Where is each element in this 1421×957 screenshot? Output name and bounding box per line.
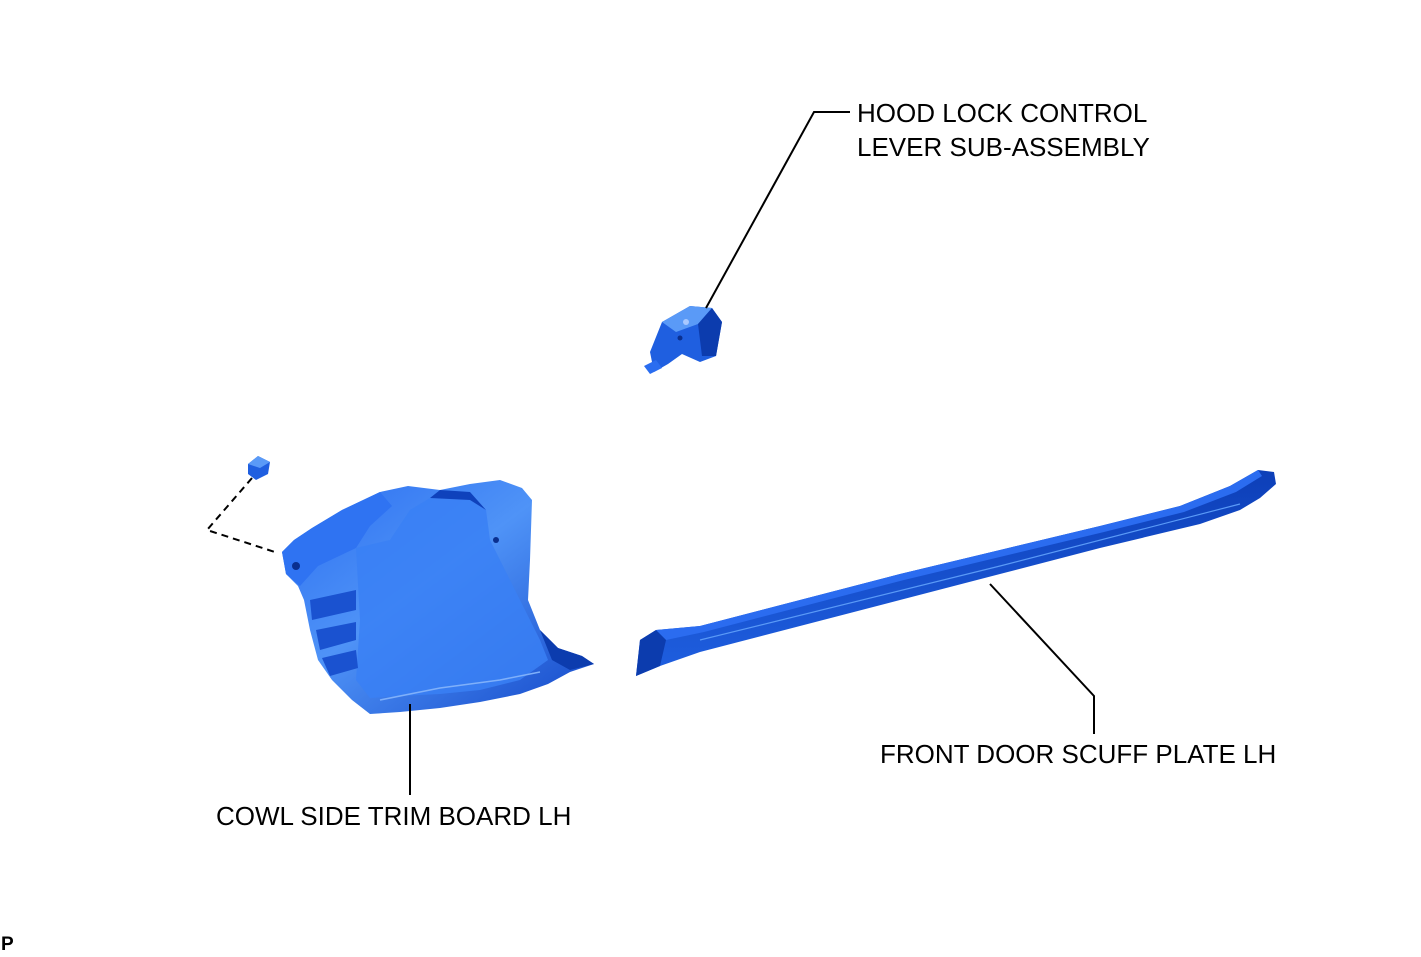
front-door-scuff-plate-part (636, 470, 1276, 676)
leader-scuff-plate (989, 583, 1095, 734)
hood-lock-label-line2: LEVER SUB-ASSEMBLY (857, 132, 1150, 162)
cowl-side-trim-board-part (282, 480, 594, 714)
clip-install-line (205, 477, 279, 554)
hood-lock-control-lever-part (644, 306, 722, 374)
front-door-scuff-plate-label: FRONT DOOR SCUFF PLATE LH (880, 739, 1277, 769)
hood-lock-control-lever-label: HOOD LOCK CONTROL LEVER SUB-ASSEMBLY (857, 96, 1150, 164)
leader-hood-lock (705, 111, 850, 309)
corner-mark: P (1, 934, 14, 955)
clip-part (248, 456, 270, 480)
cowl-side-trim-board-label: COWL SIDE TRIM BOARD LH (216, 801, 572, 831)
hood-lock-label-line1: HOOD LOCK CONTROL (857, 98, 1148, 128)
